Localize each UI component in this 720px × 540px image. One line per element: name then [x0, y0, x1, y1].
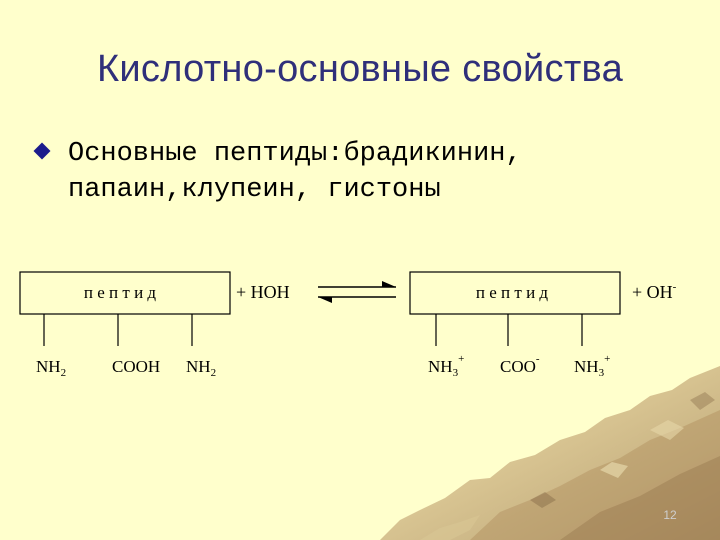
- right-group-1: NH3+: [428, 353, 464, 379]
- right-peptide-box: [409, 271, 621, 315]
- bullet-text: Основные пептиды:брадикинин, папаин,клуп…: [68, 136, 688, 208]
- left-peptide-label: п е п т и д: [84, 283, 157, 302]
- right-group-2: COO-: [500, 353, 540, 376]
- left-group-1: NH2: [36, 357, 66, 379]
- slide-title: Кислотно-основные свойства: [96, 48, 624, 90]
- equilibrium-arrows: [318, 281, 396, 303]
- right-group-3: NH3+: [574, 353, 610, 379]
- left-group-3: NH2: [186, 357, 216, 379]
- left-reagent: + НОН: [236, 282, 290, 302]
- bullet-line-1: Основные пептиды:брадикинин,: [68, 139, 522, 169]
- right-peptide-label: п е п т и д: [476, 283, 549, 302]
- page-number: 12: [663, 508, 677, 522]
- right-product: + OH-: [632, 281, 677, 302]
- left-group-2: COOH: [112, 357, 160, 376]
- bullet-line-2: папаин,клупеин, гистоны: [68, 175, 441, 205]
- left-peptide-box: [19, 271, 231, 315]
